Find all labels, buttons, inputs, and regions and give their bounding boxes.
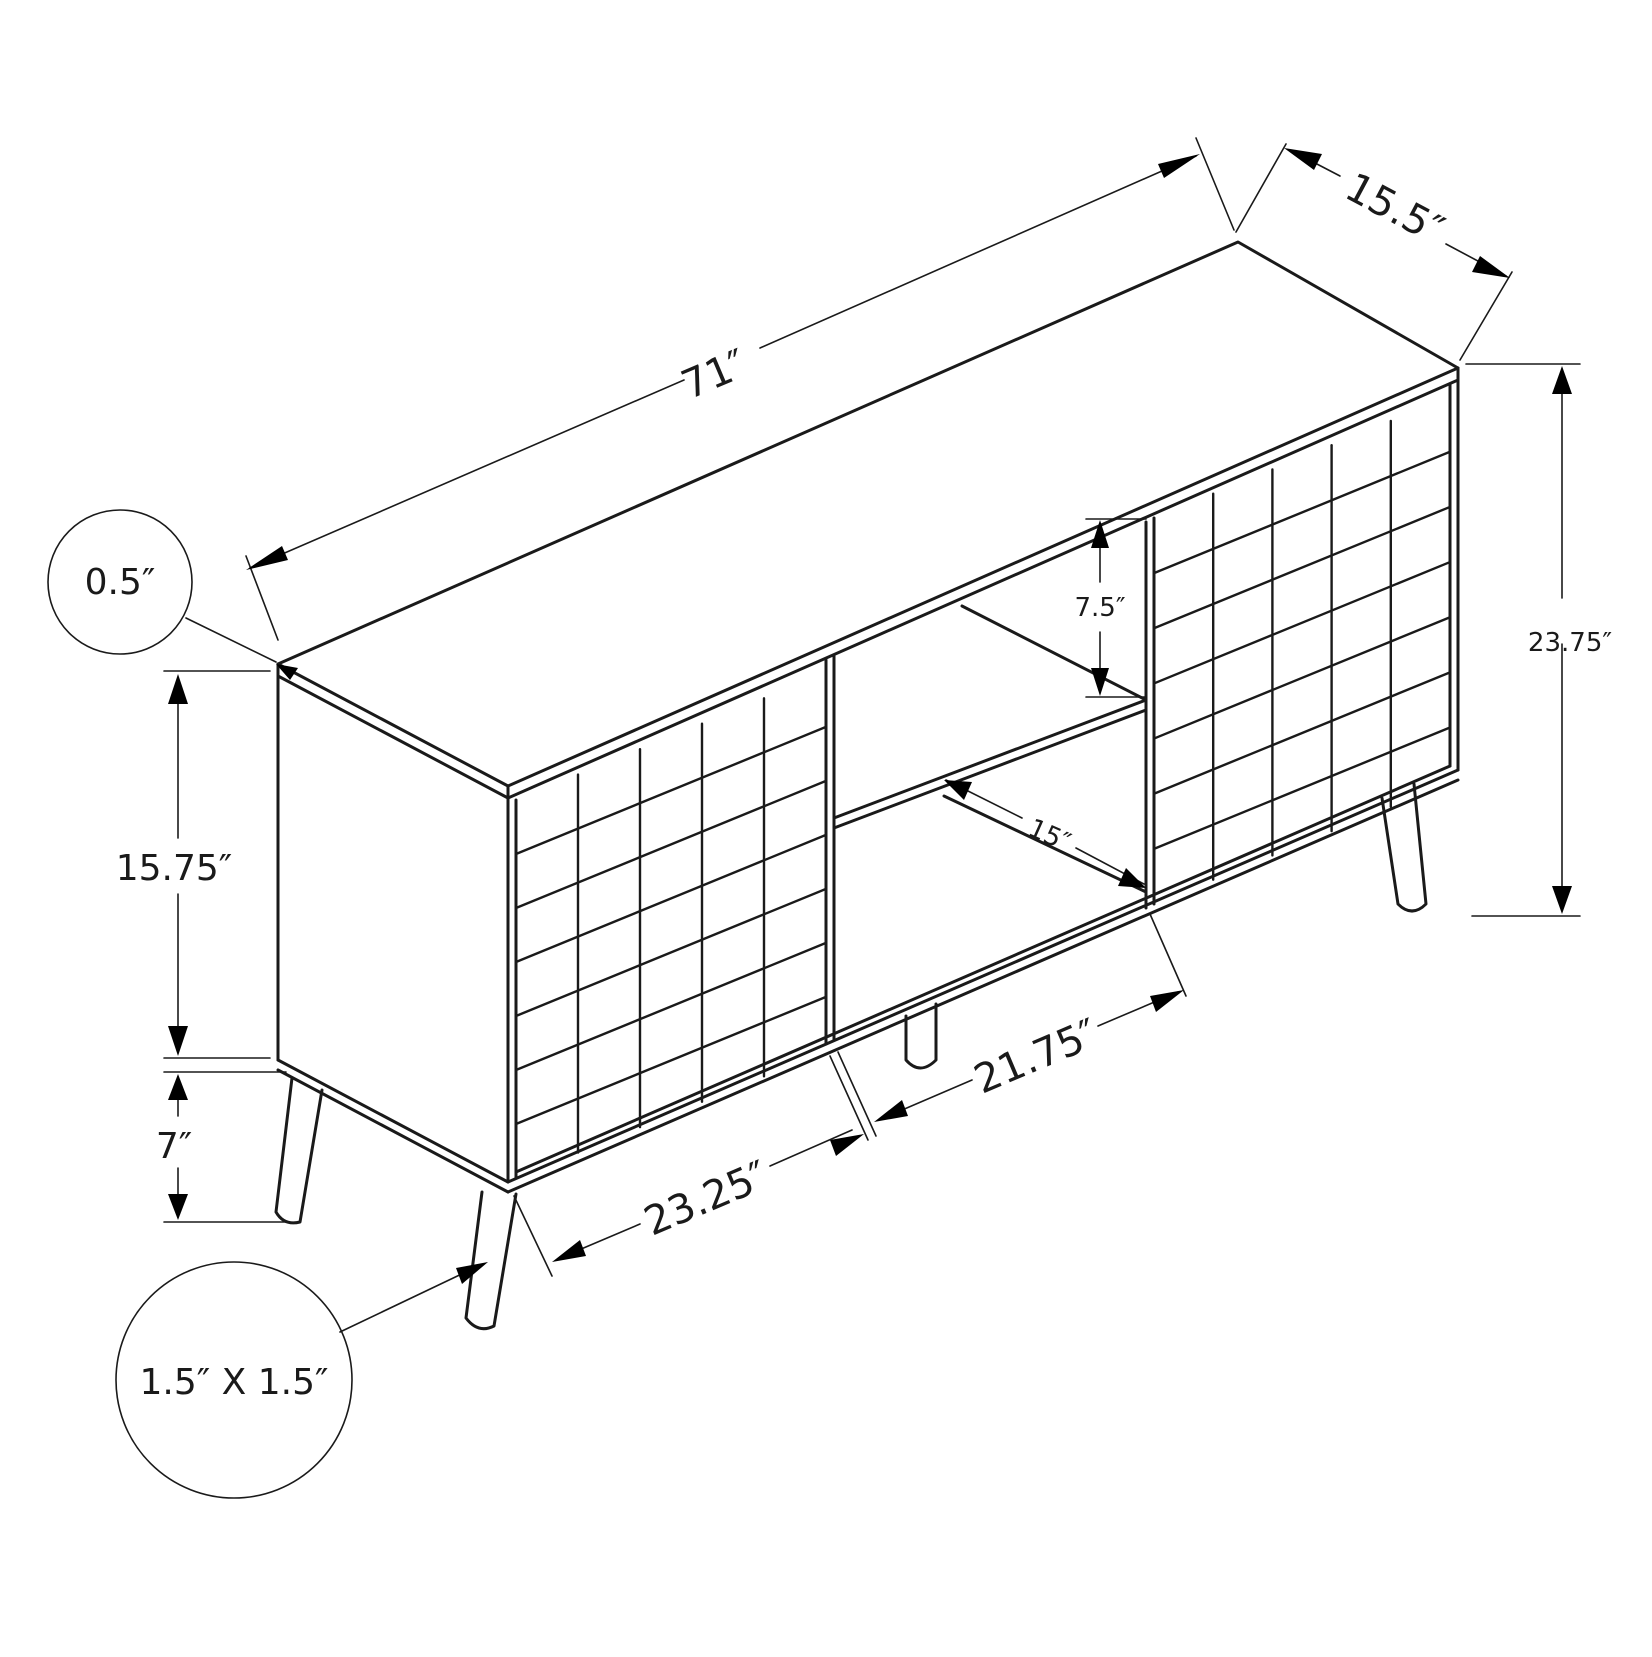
leg-back-center: [904, 1002, 938, 1070]
door-grid-horizontal: [1152, 560, 1452, 685]
label-overall-width: 71″: [675, 341, 754, 409]
label-overall-depth: 15.5″: [1338, 164, 1451, 253]
label-top-thickness: 0.5″: [85, 562, 156, 603]
label-shelf-depth: 15″: [1024, 813, 1076, 858]
door-grid-horizontal: [1152, 726, 1452, 851]
door-grid-horizontal: [514, 833, 828, 964]
arrowhead: [1150, 990, 1184, 1012]
dim-center-opening-width: 21.75″: [874, 913, 1187, 1122]
arrowhead: [1091, 520, 1109, 548]
door-grid-horizontal: [1152, 616, 1452, 740]
callout-circle: [115, 1261, 353, 1499]
leg-back-right: [1380, 782, 1428, 913]
label-shelf-opening-height: 7.5″: [1074, 593, 1125, 623]
arrowhead: [1118, 868, 1146, 888]
door-grid-horizontal: [514, 779, 828, 910]
shelf-front-lip: [832, 708, 1148, 830]
leg-front-center: [464, 1190, 518, 1331]
arrowhead: [168, 674, 188, 704]
callout-top-thickness: 0.5″: [47, 509, 298, 680]
left-side-panel: [276, 674, 510, 1194]
arrowhead: [1552, 366, 1572, 394]
dim-shelf-opening-height: 7.5″: [1074, 518, 1147, 698]
front-bottom-edge: [506, 768, 1460, 1184]
door-grid-horizontal: [1152, 505, 1452, 630]
door-grid-horizontal: [1152, 671, 1452, 795]
top-surface: [276, 240, 1460, 788]
side-bottom-edge: [276, 1058, 510, 1184]
right-door[interactable]: [1152, 419, 1452, 881]
label-body-height: 15.75″: [116, 848, 233, 889]
door-grid-horizontal: [514, 887, 828, 1018]
dim-shelf-depth: 15″: [944, 779, 1146, 888]
arrowhead: [1552, 886, 1572, 914]
leg-front-left: [274, 1076, 324, 1225]
front-frame: [506, 378, 1460, 1194]
dim-left-door-width: 23.25″: [513, 1051, 877, 1277]
label-leg-size: 1.5″ X 1.5″: [140, 1362, 329, 1403]
arrowhead: [1158, 154, 1200, 178]
top-edge: [276, 366, 1460, 800]
arrowhead: [246, 546, 288, 570]
arrowhead: [168, 1026, 188, 1056]
arrowhead: [168, 1194, 188, 1220]
label-left-door-width: 23.25″: [638, 1152, 775, 1245]
side-bottom-lip: [276, 1068, 510, 1194]
arrowhead: [552, 1240, 586, 1262]
arrowhead: [168, 1074, 188, 1100]
arrowhead: [874, 1100, 908, 1122]
back-panel-edge-upper: [960, 604, 1148, 702]
dim-leg-height: 7″: [156, 1071, 291, 1223]
legs: [274, 782, 1428, 1331]
label-center-opening-width: 21.75″: [968, 1010, 1105, 1103]
arrowhead: [1472, 256, 1510, 278]
arrowhead: [456, 1262, 488, 1284]
door-grid-horizontal: [514, 725, 828, 856]
dim-body-height: 15.75″: [116, 670, 271, 1059]
front-bottom-lip: [506, 778, 1460, 1194]
callout-circle: [47, 509, 193, 655]
door-grid-horizontal: [514, 941, 828, 1072]
arrowhead: [1284, 148, 1322, 170]
door-grid-horizontal: [514, 995, 828, 1126]
center-shelf-opening: [832, 516, 1156, 910]
shelf-back-edge-lower: [942, 794, 1148, 894]
callout-leg-size: 1.5″ X 1.5″: [115, 1261, 488, 1499]
arrowhead: [944, 780, 972, 800]
label-leg-height: 7″: [156, 1126, 192, 1167]
front-bottom-inner: [514, 764, 1452, 1174]
label-overall-height: 23.75″: [1528, 628, 1612, 658]
arrowhead: [276, 664, 298, 680]
dim-overall-width: 71″: [245, 137, 1235, 641]
left-door[interactable]: [514, 654, 836, 1154]
dim-overall-height: 23.75″: [1465, 363, 1612, 917]
arrowhead: [1091, 668, 1109, 696]
arrowhead: [830, 1134, 864, 1156]
door-grid-horizontal: [1152, 450, 1452, 575]
dim-overall-depth: 15.5″: [1235, 143, 1513, 361]
shelf-front-edge: [832, 698, 1148, 820]
